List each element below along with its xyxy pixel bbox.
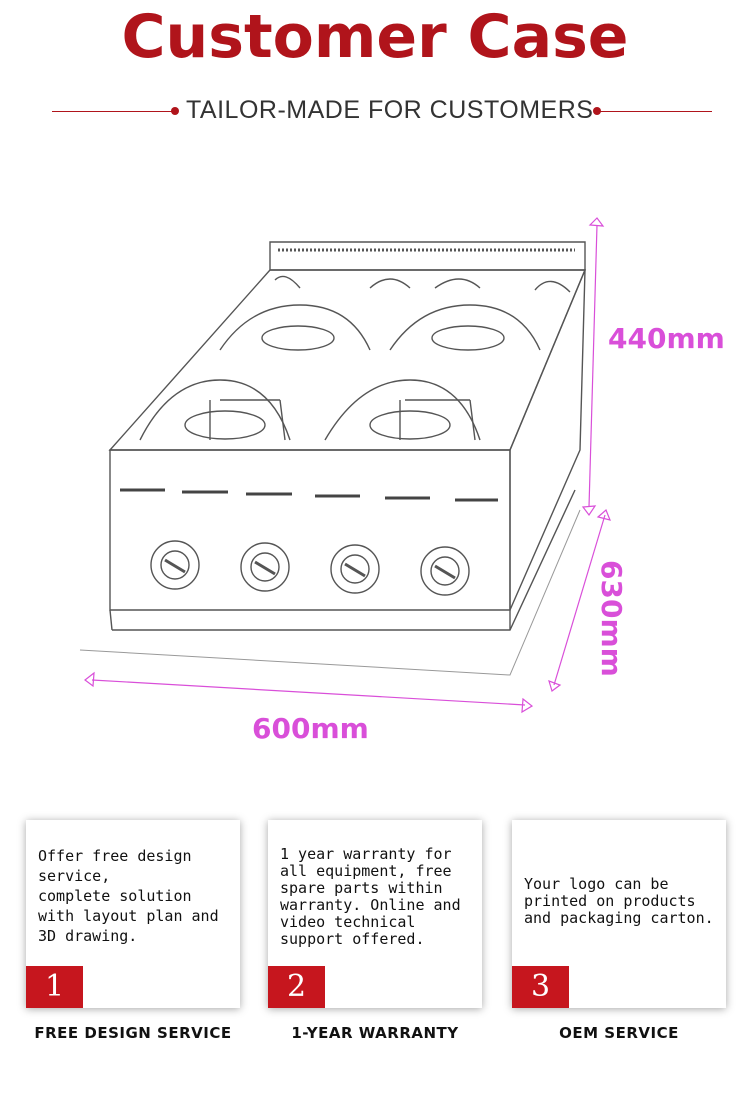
subtitle-divider-right (600, 111, 712, 112)
service-label: OEM SERVICE (559, 1024, 679, 1042)
service-card-oem: Your logo can be printed on products and… (512, 820, 726, 1008)
subtitle: TAILOR-MADE FOR CUSTOMERS (186, 96, 594, 124)
service-number-badge: 2 (268, 966, 325, 1008)
subtitle-row: TAILOR-MADE FOR CUSTOMERS (0, 94, 750, 130)
subtitle-divider-left (52, 111, 172, 112)
service-text: Your logo can be printed on products and… (524, 875, 714, 927)
service-card-design: Offer free design service, complete solu… (26, 820, 240, 1008)
width-dimension: 600mm (252, 712, 369, 745)
height-dimension: 440mm (608, 322, 725, 355)
subtitle-dot-right (593, 107, 601, 115)
service-label: 1-YEAR WARRANTY (291, 1024, 459, 1042)
service-number-badge: 1 (26, 966, 83, 1008)
page-title: Customer Case (121, 2, 629, 72)
service-number-badge: 3 (512, 966, 569, 1008)
depth-dimension: 630mm (595, 560, 628, 677)
gas-stove-icon (79, 217, 611, 714)
service-text: 1 year warranty for all equipment, free … (280, 845, 461, 948)
service-text: Offer free design service, complete solu… (38, 847, 219, 945)
service-label: FREE DESIGN SERVICE (34, 1024, 232, 1042)
subtitle-dot-left (171, 107, 179, 115)
service-card-warranty: 1 year warranty for all equipment, free … (268, 820, 482, 1008)
